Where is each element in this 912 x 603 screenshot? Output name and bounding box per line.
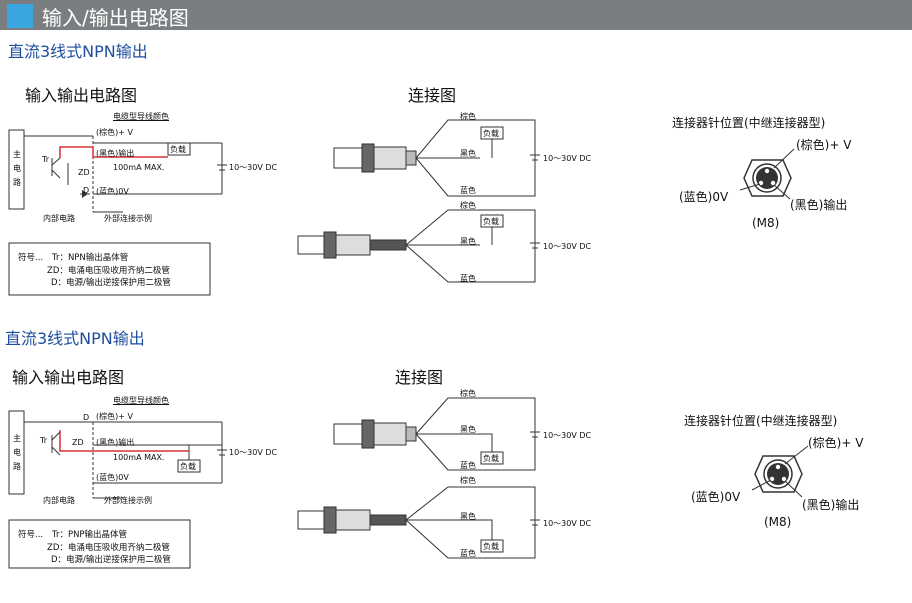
black-out-label-2: (黑色)输出 xyxy=(96,438,135,447)
wire-blue-4: 蓝色 xyxy=(460,549,476,558)
load-label-2: 负载 xyxy=(180,462,196,471)
wire-voltage-4: 10～30V DC xyxy=(543,519,592,528)
wire-voltage: 10～30V DC xyxy=(543,154,592,163)
tr-label: Tr xyxy=(42,155,49,164)
note-d: D：电源/输出逆接保护用二极管 xyxy=(51,278,171,288)
wire-black-4: 黑色 xyxy=(460,512,476,521)
internal-label-2: 内部电路 xyxy=(43,496,75,505)
header-accent xyxy=(7,4,33,28)
pin-model: (M8) xyxy=(752,216,780,230)
brown-v-label-2: (棕色)+ V xyxy=(96,412,133,421)
notes-prefix: 符号... xyxy=(18,253,44,263)
note-d-2: D：电源/输出逆接保护用二极管 xyxy=(51,555,171,565)
wire-load: 负载 xyxy=(483,129,499,138)
zd-label: ZD xyxy=(78,168,90,177)
wire-blue: 蓝色 xyxy=(460,186,476,195)
zd-label-2: ZD xyxy=(72,438,84,447)
note-tr-2: Tr：PNP输出晶体管 xyxy=(52,530,128,540)
wire-brown: 棕色 xyxy=(460,112,476,121)
pin-brown-v: (棕色)+ V xyxy=(796,138,852,152)
wire-blue-2: 蓝色 xyxy=(460,274,476,283)
load-box xyxy=(167,142,191,156)
main-circuit-label: 主电路 xyxy=(13,150,21,187)
pin-model-2: (M8) xyxy=(764,515,792,529)
pin-black-out: (黑色)输出 xyxy=(790,198,848,212)
wire-brown-2: 棕色 xyxy=(460,201,476,210)
cable-color-label-2: 电缆型导线颜色 xyxy=(113,396,169,405)
section-2-graphics xyxy=(8,397,809,569)
main-circuit-box xyxy=(8,129,25,210)
cable-color-label: 电缆型导线颜色 xyxy=(113,112,169,121)
note-tr: Tr：NPN输出晶体管 xyxy=(52,253,129,263)
circuit-heading: 输入输出电路图 xyxy=(25,86,138,105)
current-path xyxy=(59,146,168,158)
wire-brown-4: 棕色 xyxy=(460,476,476,485)
page-title: 输入/输出电路图 xyxy=(42,6,189,30)
max-current-label-2: 100mA MAX. xyxy=(113,453,165,462)
d-label: D xyxy=(83,186,90,195)
wire-black-2: 黑色 xyxy=(460,237,476,246)
tr-label-2: Tr xyxy=(40,436,47,445)
notes-prefix-2: 符号... xyxy=(18,530,44,540)
connection-heading: 连接图 xyxy=(408,86,457,105)
brown-v-label: (棕色)+ V xyxy=(96,128,133,137)
wire-voltage-2: 10～30V DC xyxy=(543,242,592,251)
wire-load-2: 负载 xyxy=(483,217,499,226)
wire-load-4: 负载 xyxy=(483,542,499,551)
wire-brown-3: 棕色 xyxy=(460,389,476,398)
wire-black-3: 黑色 xyxy=(460,425,476,434)
pin-brown-v-2: (棕色)+ V xyxy=(808,436,864,450)
section-title: 直流3线式NPN输出 xyxy=(8,42,148,61)
section-title-2: 直流3线式NPN输出 xyxy=(5,329,145,348)
black-out-label: (黑色)输出 xyxy=(96,149,135,158)
voltage-label-2: 10～30V DC xyxy=(229,448,278,457)
note-zd: ZD：电涌电压吸收用齐纳二极管 xyxy=(47,266,170,276)
external-label: 外部连接示例 xyxy=(104,214,152,223)
header-banner xyxy=(0,0,912,30)
circuit-heading-2: 输入输出电路图 xyxy=(12,368,125,387)
main-circuit-box-2 xyxy=(8,410,25,495)
notes-box-2 xyxy=(8,519,191,569)
pin-black-out-2: (黑色)输出 xyxy=(802,498,860,512)
load-label: 负载 xyxy=(170,145,186,154)
wire-voltage-3: 10～30V DC xyxy=(543,431,592,440)
pin-blue-0v: (蓝色)0V xyxy=(679,190,729,204)
pin-blue-0v-2: (蓝色)0V xyxy=(691,490,741,504)
section-1-graphics xyxy=(8,119,795,296)
connection-heading-2: 连接图 xyxy=(395,368,444,387)
internal-label: 内部电路 xyxy=(43,214,75,223)
main-circuit-label-2: 主电路 xyxy=(13,434,21,471)
sensor-body-1 xyxy=(333,147,363,169)
notes-box-1 xyxy=(8,242,211,296)
max-current-label: 100mA MAX. xyxy=(113,163,165,172)
blue-0v-label-2: (蓝色)0V xyxy=(96,473,129,482)
note-zd-2: ZD：电涌电压吸收用齐纳二极管 xyxy=(47,543,170,553)
pin-layout-title-2: 连接器针位置(中继连接器型) xyxy=(684,414,838,428)
wire-load-3: 负载 xyxy=(483,454,499,463)
voltage-label: 10～30V DC xyxy=(229,163,278,172)
wire-black: 黑色 xyxy=(460,149,476,158)
wire-blue-3: 蓝色 xyxy=(460,461,476,470)
sensor-body-2 xyxy=(297,235,325,255)
d-label-2: D xyxy=(83,413,90,422)
pin-layout-title: 连接器针位置(中继连接器型) xyxy=(672,116,826,130)
blue-0v-label: (蓝色)0V xyxy=(96,187,129,196)
external-label-2: 外部连接示例 xyxy=(104,496,152,505)
